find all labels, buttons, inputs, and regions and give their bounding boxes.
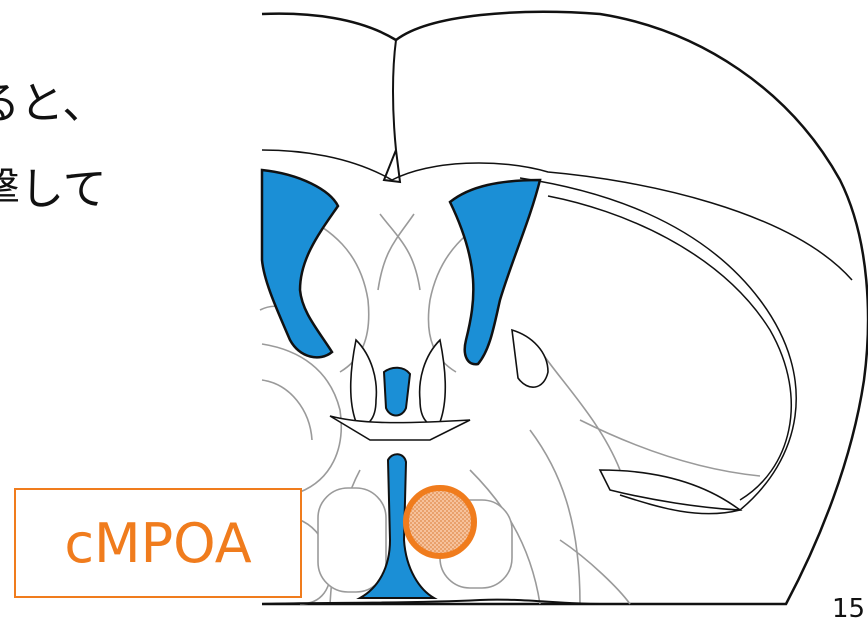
third-ventricle-dorsal (384, 368, 410, 416)
cmpoa-label: cMPOA (64, 512, 251, 575)
cmpoa-highlight (406, 488, 474, 556)
cmpoa-label-box: cMPOA (14, 488, 302, 598)
page-number: 15 (832, 594, 865, 624)
